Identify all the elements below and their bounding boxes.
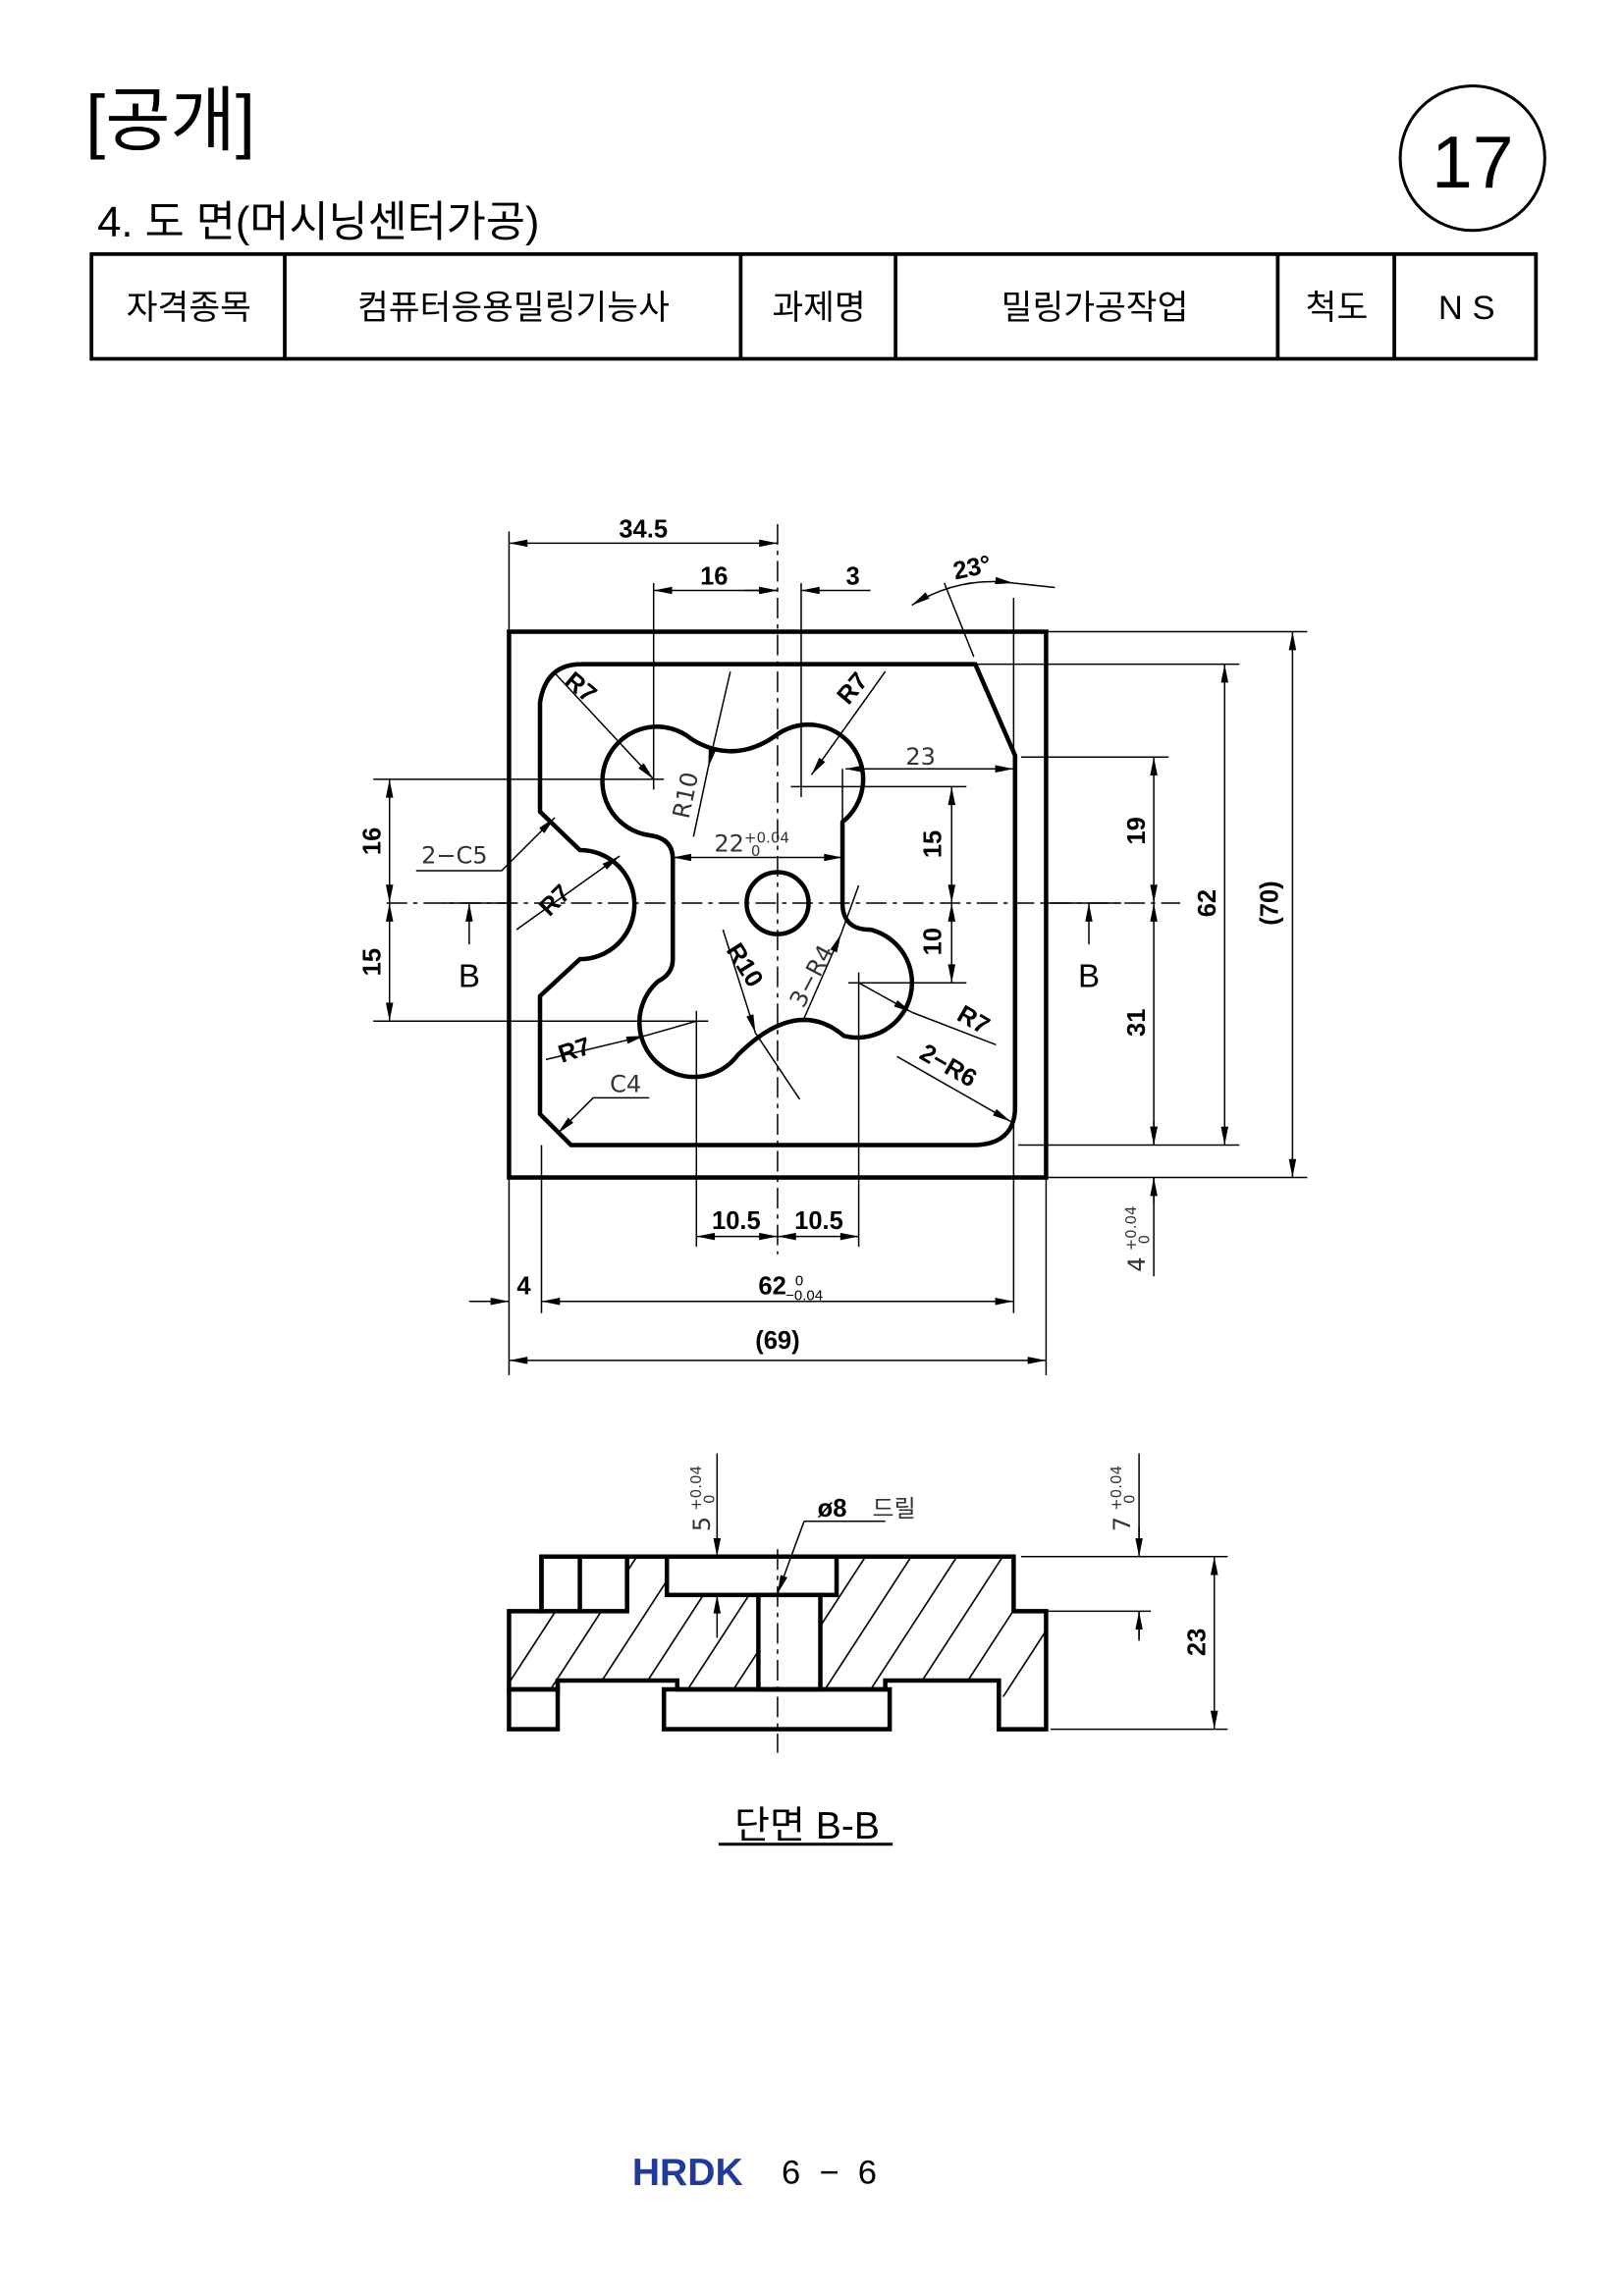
pocket-outline <box>537 662 1018 1148</box>
dim-10-5-right: 10.5 <box>794 1207 843 1235</box>
dim-10-inner: 10 <box>920 928 947 955</box>
dim-7: 7+0.040 <box>1108 1466 1139 1531</box>
dim-62-vertical: 62 <box>1194 889 1221 917</box>
dim-16-left: 16 <box>359 828 387 855</box>
section-title: 4. 도 면(머시닝센터가공) <box>97 199 539 246</box>
section-mark-left: B <box>459 959 480 995</box>
r7-bottom-left: R7 <box>555 1033 594 1069</box>
dim-4-horizontal: 4 <box>516 1272 531 1300</box>
task-label: 과제명 <box>772 290 865 327</box>
dim-31: 31 <box>1123 1009 1151 1037</box>
qualification-label: 자격종목 <box>127 290 251 327</box>
dim-15-inner: 15 <box>920 830 947 858</box>
section-view: 5+0.040 ø8 드릴 7+0.040 23 단면 B-B <box>507 1453 1228 1847</box>
disclosure-label: [공개] <box>85 82 255 161</box>
drill-note: ø8 <box>818 1495 847 1522</box>
section-mark-right: B <box>1078 959 1100 995</box>
dim-70: (70) <box>1256 881 1283 925</box>
task-value: 밀링가공작업 <box>1001 290 1189 327</box>
dim-69: (69) <box>755 1327 799 1355</box>
problem-number-badge: 17 <box>1398 84 1546 233</box>
title-table: 자격종목 컴퓨터응용밀링기능사 과제명 밀링가공작업 척도 N S <box>89 251 1539 361</box>
dim-34-5: 34.5 <box>619 515 668 543</box>
r7-left: R7 <box>534 880 576 922</box>
dim-3: 3 <box>845 562 859 590</box>
qualification-value: 컴퓨터응용밀링기능사 <box>357 290 670 327</box>
r7-right: R7 <box>952 1000 994 1041</box>
dim-23: 23 <box>905 743 936 771</box>
dim-10-5-left: 10.5 <box>712 1207 761 1235</box>
angle-23: 23° <box>950 551 994 585</box>
r7-top-right: R7 <box>832 667 873 710</box>
dim-15-left: 15 <box>359 948 387 976</box>
chamfer-2c5: 2−C5 <box>421 841 488 869</box>
r4-label: 3−R4 <box>784 940 839 1012</box>
r6-label: 2−R6 <box>915 1039 981 1093</box>
hrdk-logo: HRDK <box>632 2152 743 2194</box>
dim-5: 5+0.040 <box>687 1466 719 1531</box>
scale-label: 척도 <box>1306 290 1369 327</box>
chamfer-c4: C4 <box>610 1070 641 1097</box>
drill-label: 드릴 <box>873 1495 916 1522</box>
dim-23-section: 23 <box>1184 1629 1212 1656</box>
dim-19: 19 <box>1123 817 1151 844</box>
page-number: 6 − 6 <box>782 2154 877 2191</box>
r7-top-left: R7 <box>560 667 602 708</box>
problem-number: 17 <box>1432 121 1514 203</box>
dim-16-top: 16 <box>700 562 728 590</box>
island-outline <box>600 721 915 1080</box>
section-title: 단면 B-B <box>734 1805 880 1847</box>
dim-4-vertical: 4+0.040 <box>1122 1205 1154 1271</box>
scale-value: N S <box>1438 290 1495 327</box>
